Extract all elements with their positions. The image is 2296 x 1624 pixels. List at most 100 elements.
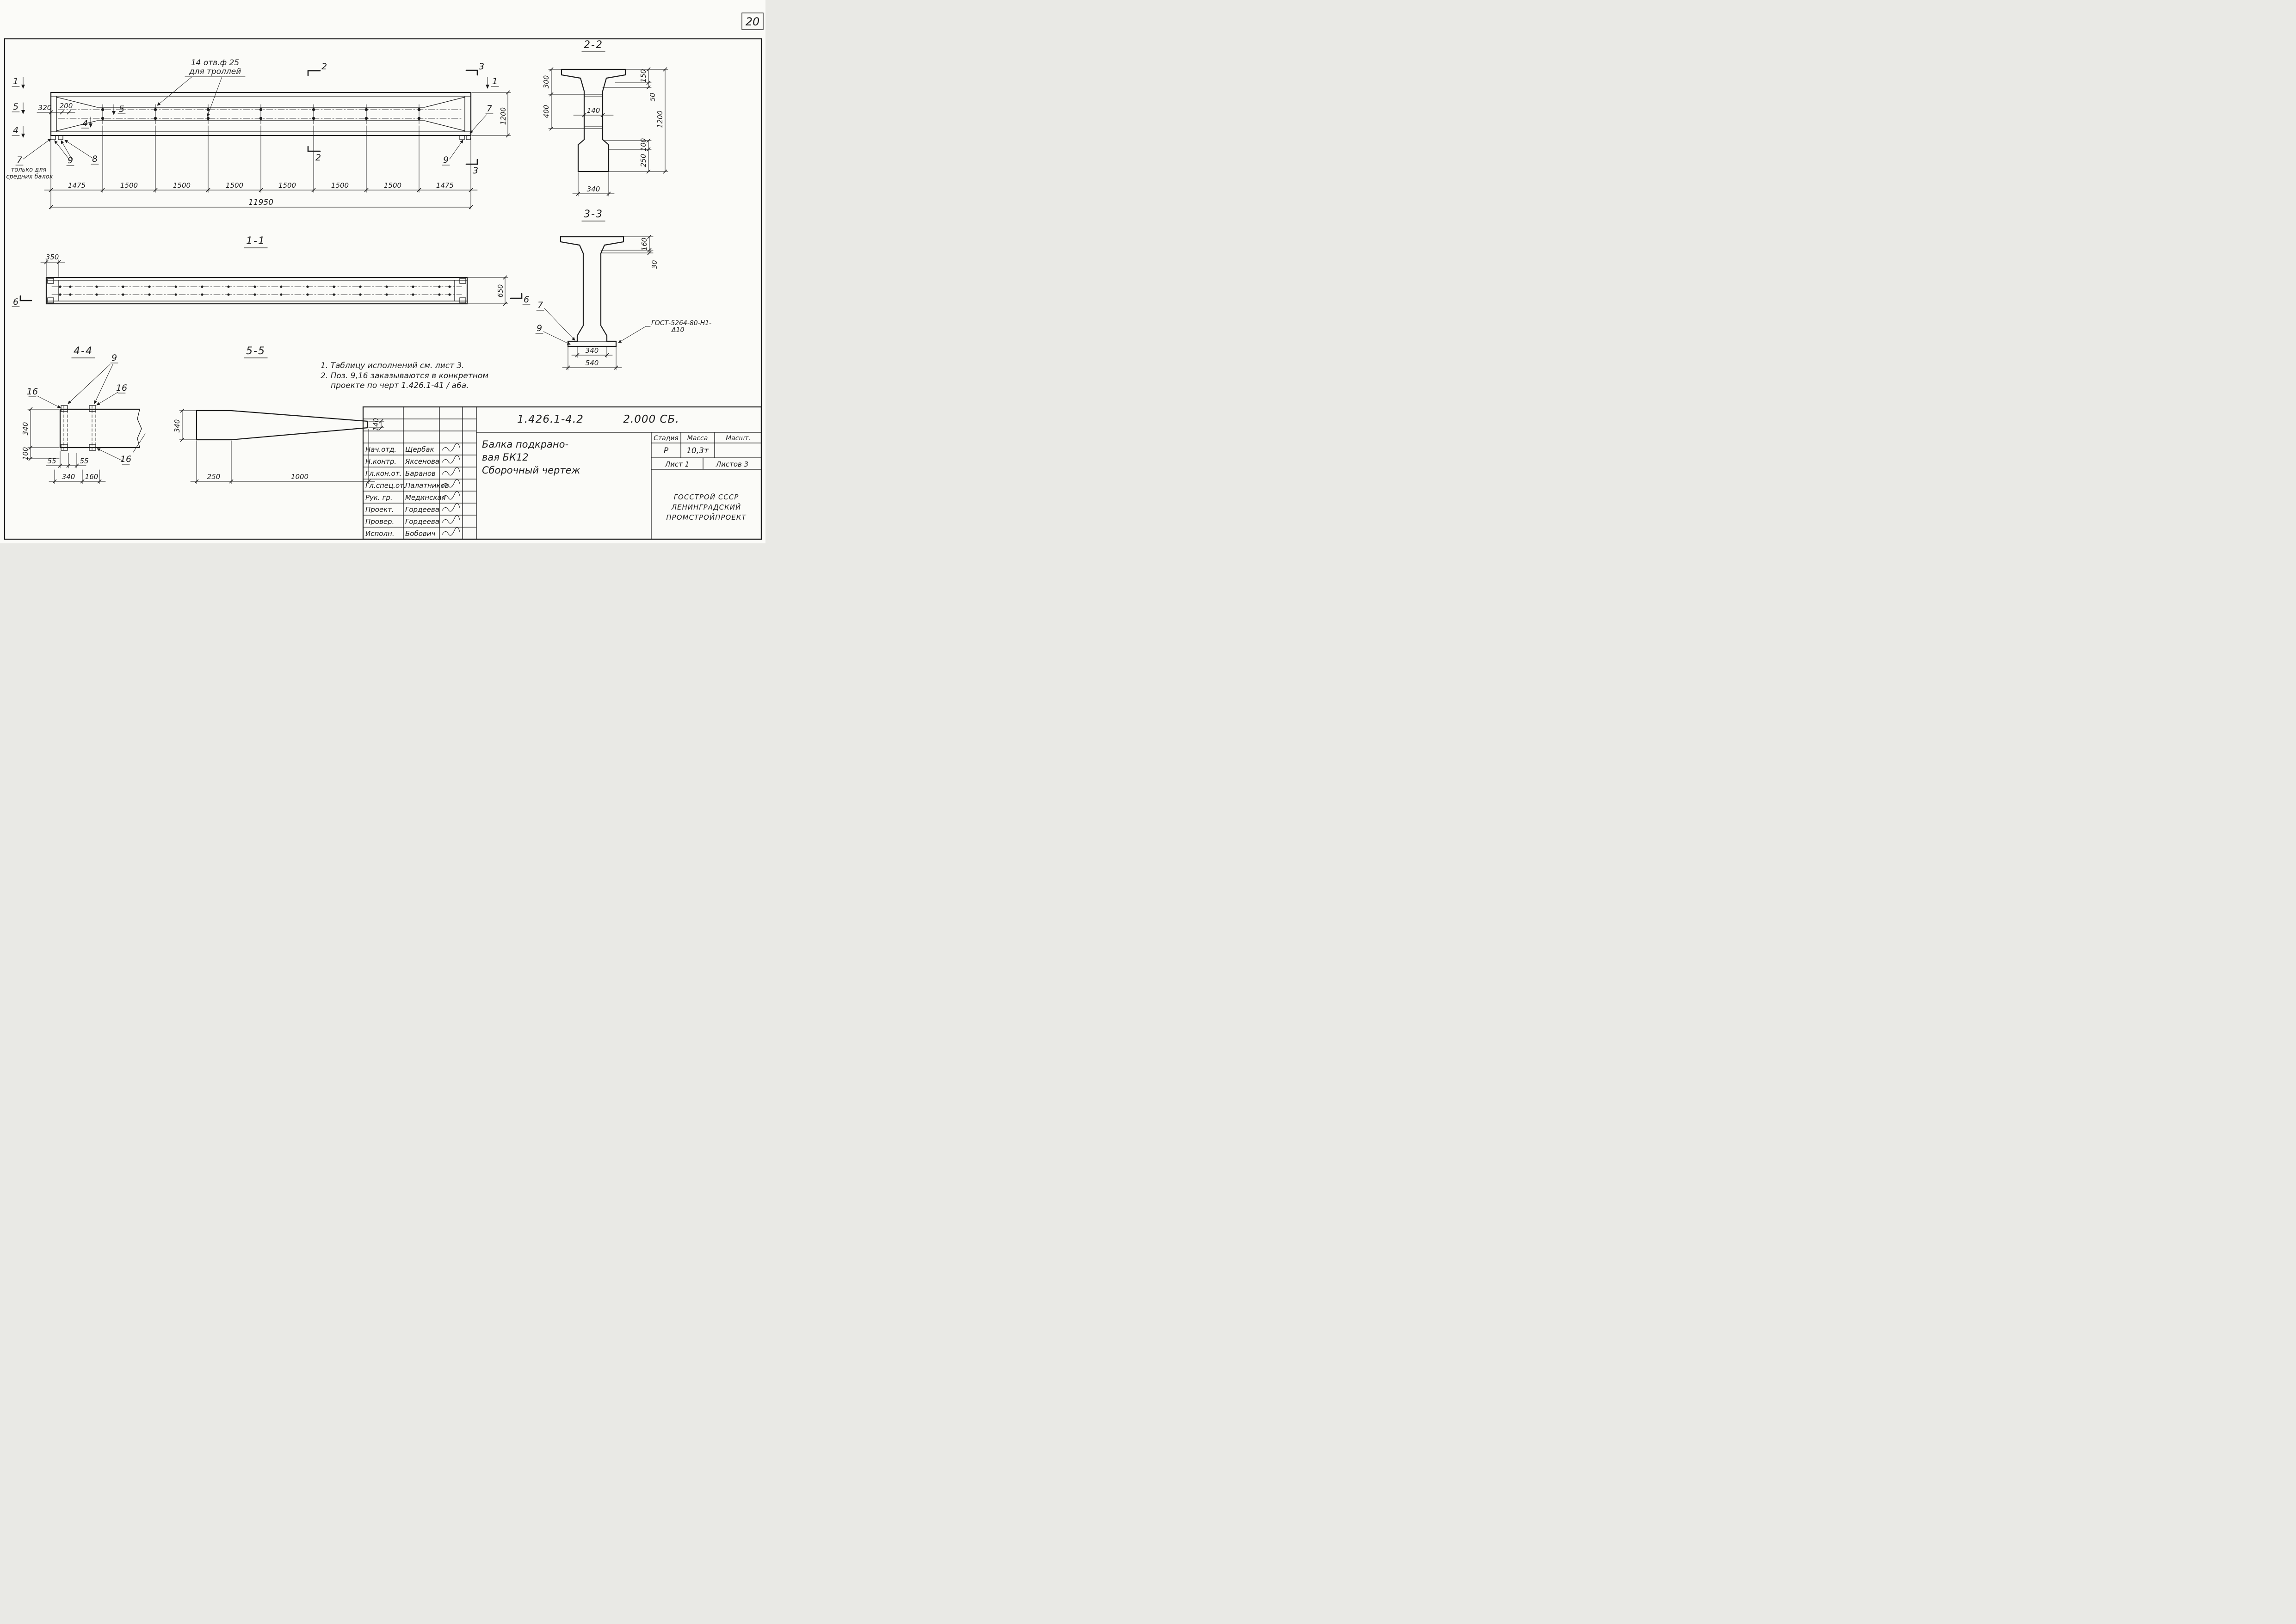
mark-1-right: 1: [492, 76, 498, 86]
label-7-right: 7: [487, 104, 492, 114]
org-line2: ЛЕНИНГРАДСКИЙ: [671, 503, 741, 511]
row-name: Палатников: [405, 481, 449, 490]
dim-400: 400: [542, 105, 550, 118]
org-line3: ПРОМСТРОЙПРОЕКТ: [666, 513, 747, 522]
sheet-total: Листов 3: [716, 460, 748, 468]
dim-300: 300: [542, 75, 550, 89]
row-role: Гл.спец.от.: [365, 481, 406, 490]
signature-rows: Нач.отд. Щербак Н.контр. Яксенова Гл.кон…: [365, 443, 460, 538]
sheet-current: Лист 1: [665, 460, 689, 468]
row-role: Проект.: [365, 505, 394, 514]
mass-header: Масса: [687, 435, 708, 442]
weld-note-line1: ГОСТ-5264-80-Н1-: [651, 320, 711, 327]
position-labels: 7 9 7 только для средних балок 9 8: [6, 104, 494, 180]
org-line1: ГОССТРОЙ СССР: [674, 492, 739, 501]
drawing-sheet: 20: [0, 0, 765, 543]
dim-340-s55: 340: [173, 419, 181, 433]
row-name: Гордеева: [405, 505, 439, 514]
title-block-grid: [363, 406, 762, 540]
label-9-s44: 9: [111, 353, 117, 363]
weld-note-line2: Δ10: [671, 326, 684, 334]
mark-5-inner: 5: [119, 104, 124, 114]
dim-seg-4: 1500: [226, 181, 243, 190]
section-marks-left: 1 5 4: [12, 76, 25, 138]
main-elevation-view: 14 отв.ф 25 для троллей 1 5 4 5 4: [6, 58, 511, 209]
mark-4-inner: 4: [82, 118, 88, 129]
row-name: Баранов: [405, 469, 436, 478]
dim-spacing-chain: 1475 1500 1500 1500 1500 1500 1500 1475: [44, 125, 478, 209]
dim-1000: 1000: [291, 473, 309, 481]
left-note-line1: только для: [11, 166, 47, 173]
row-name: Щербак: [405, 445, 434, 454]
section-1-1-dims: 350 650: [40, 253, 508, 306]
mass-value: 10,3т: [686, 446, 709, 455]
section-3-3-labels: 7 9 ГОСТ-5264-80-Н1- Δ10: [535, 300, 711, 345]
row-name: Гордеева: [405, 517, 439, 526]
label-9-left: 9: [68, 155, 73, 166]
dim-100-s44: 100: [21, 447, 30, 461]
hole-note-line2: для троллей: [189, 67, 241, 76]
stage-value: Р: [664, 446, 669, 455]
label-16-c: 16: [120, 454, 131, 464]
row-role: Н.контр.: [365, 457, 396, 466]
row-name: Яксенова: [405, 457, 439, 466]
section-3-3-outline: [560, 236, 624, 347]
dim-seg-3: 1500: [173, 181, 191, 190]
mark-6-left: 6: [13, 297, 19, 307]
section-4-4-break-line: [137, 409, 142, 448]
drawing-canvas: 20: [4, 12, 764, 540]
section-marks-inner: 5 4: [81, 104, 126, 129]
label-9-right: 9: [443, 155, 449, 165]
note-line2: 2. Поз. 9,16 заказываются в конкретном: [321, 371, 488, 381]
dim-340-s33: 340: [586, 346, 599, 355]
section-5-5: 5-5 340 140 250 1000: [173, 345, 384, 484]
dim-height: 1200: [471, 90, 511, 138]
dim-55-b: 55: [80, 457, 88, 465]
dim-350: 350: [46, 253, 59, 261]
dim-1200-main: 1200: [499, 107, 507, 125]
section-5-5-title: 5-5: [246, 345, 265, 357]
cut-marks-2: 2 2: [307, 62, 327, 163]
dim-50: 50: [648, 92, 657, 101]
dim-150: 150: [639, 69, 648, 83]
section-4-4: 4-4 9 16 16 16: [21, 345, 146, 484]
section-4-4-break-slash: [133, 433, 146, 453]
page-number-border: [741, 12, 764, 30]
section-1-1-centerlines: [51, 286, 462, 295]
section-2-2: 2-2 140 300 400: [542, 39, 668, 197]
section-1-1-holes: [59, 285, 451, 296]
row-role: Нач.отд.: [365, 445, 396, 454]
dim-340-s22: 340: [587, 185, 600, 193]
section-4-4-hidden-lines: [63, 405, 96, 451]
mark-6-right: 6: [524, 295, 529, 305]
label-8: 8: [92, 154, 98, 164]
scale-header: Масшт.: [726, 435, 751, 442]
dim-1200-section: 1200: [656, 111, 664, 128]
label-7-left: 7: [17, 155, 22, 165]
section-5-5-outline: [196, 410, 369, 441]
product-title-line1: Балка подкрано-: [482, 439, 568, 450]
dim-540: 540: [586, 359, 599, 367]
section-2-2-outline: [561, 68, 626, 172]
row-name: Мединская: [405, 493, 446, 502]
section-2-2-joints: [584, 94, 603, 129]
dim-seg-6: 1500: [331, 181, 349, 190]
dim-320-200: 320 200: [37, 102, 75, 115]
bearing-pads: [50, 135, 471, 140]
mark-1-left: 1: [13, 76, 19, 86]
dim-seg-2: 1500: [120, 181, 138, 190]
hole-note: 14 отв.ф 25 для троллей: [157, 58, 246, 117]
dim-seg-8: 1475: [436, 181, 454, 190]
section-1-1: 1-1: [12, 235, 531, 307]
row-role: Рук. гр.: [365, 493, 393, 502]
title-block: 1.426.1-4.2 2.000 СБ. Нач.отд. Щербак Н.…: [362, 406, 762, 540]
dim-spacing-ticks: [49, 188, 473, 192]
doc-code: 2.000 СБ.: [623, 413, 679, 425]
dim-seg-1: 1475: [68, 181, 86, 190]
note-line3: проекте по черт 1.426.1-41 / а6а.: [331, 381, 469, 390]
doc-number: 1.426.1-4.2: [517, 413, 584, 425]
signature-squiggles: [442, 443, 460, 536]
section-4-4-outline: [59, 408, 141, 449]
sheet-info: Лист 1 Листов 3: [665, 460, 748, 468]
mark-3-bottom: 3: [473, 166, 478, 176]
